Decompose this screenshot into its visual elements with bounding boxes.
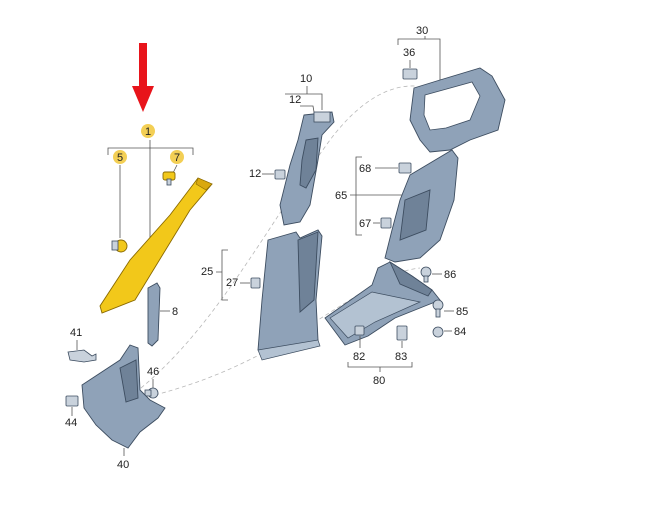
- label-46: 46: [147, 366, 159, 378]
- label-25: 25: [201, 266, 213, 278]
- leader-80: [347, 362, 413, 372]
- label-68: 68: [359, 163, 371, 175]
- screw-85-part: [432, 299, 444, 318]
- label-44: 44: [65, 417, 77, 429]
- clip-36-part: [402, 68, 418, 80]
- lower-a-pillar-trim-40: [81, 344, 166, 449]
- b-pillar-lower-inner: [297, 231, 319, 313]
- a-pillar-trim-1-edge: [195, 177, 213, 191]
- label-27: 27: [226, 277, 238, 289]
- label-41: 41: [70, 327, 82, 339]
- clip-86-part: [420, 266, 432, 283]
- clip-82-part: [354, 325, 365, 336]
- clip-12-part: [274, 169, 286, 180]
- label-10: 10: [300, 73, 312, 85]
- sill-trim-80-front: [388, 260, 433, 297]
- a-pillar-trim-1: [99, 177, 213, 314]
- label-40: 40: [117, 459, 129, 471]
- label-80: 80: [373, 375, 385, 387]
- assembly-guide-line: [94, 85, 416, 421]
- leader-65: [350, 156, 420, 236]
- label-83: 83: [395, 351, 407, 363]
- b-pillar-belt-guide: [299, 137, 319, 189]
- b-pillar-lower-foot: [257, 339, 321, 361]
- clip-7-part: [162, 171, 176, 186]
- label-1-highlight: [141, 124, 155, 138]
- label-86: 86: [444, 269, 456, 281]
- lower-a-pillar-trim-40-inner: [119, 359, 139, 403]
- clip-84-part: [432, 326, 444, 338]
- red-arrow-icon: [132, 43, 154, 112]
- label-5: 5: [117, 152, 123, 164]
- c-pillar-window-opening: [423, 81, 481, 131]
- label-65: 65: [335, 190, 347, 202]
- label-36: 36: [403, 47, 415, 59]
- b-pillar-upper-clip: [313, 111, 331, 123]
- screw-46-part: [144, 387, 159, 399]
- bracket-41-part: [67, 349, 97, 363]
- label-84: 84: [454, 326, 466, 338]
- clip-68-part: [398, 162, 412, 174]
- label-7: 7: [174, 152, 180, 164]
- screw-5-part: [111, 239, 128, 253]
- label-82: 82: [353, 351, 365, 363]
- label-85: 85: [456, 306, 468, 318]
- label-12b: 12: [249, 168, 261, 180]
- label-12a: 12: [289, 94, 301, 106]
- sill-trim-80-step: [329, 291, 422, 339]
- leader-30: [397, 36, 441, 82]
- trim-strip-8: [147, 282, 161, 347]
- label-7-highlight: [170, 150, 184, 164]
- clip-67-part: [380, 217, 392, 229]
- label-1: 1: [145, 126, 151, 138]
- clip-83-part: [396, 325, 408, 341]
- clip-27-part: [250, 277, 261, 289]
- label-5-highlight: [113, 150, 127, 164]
- label-67: 67: [359, 218, 371, 230]
- label-30: 30: [416, 25, 428, 37]
- rear-side-trim-65-recess: [399, 189, 431, 241]
- label-8: 8: [172, 306, 178, 318]
- clip-44-part: [65, 395, 79, 407]
- leader-25: [216, 249, 228, 301]
